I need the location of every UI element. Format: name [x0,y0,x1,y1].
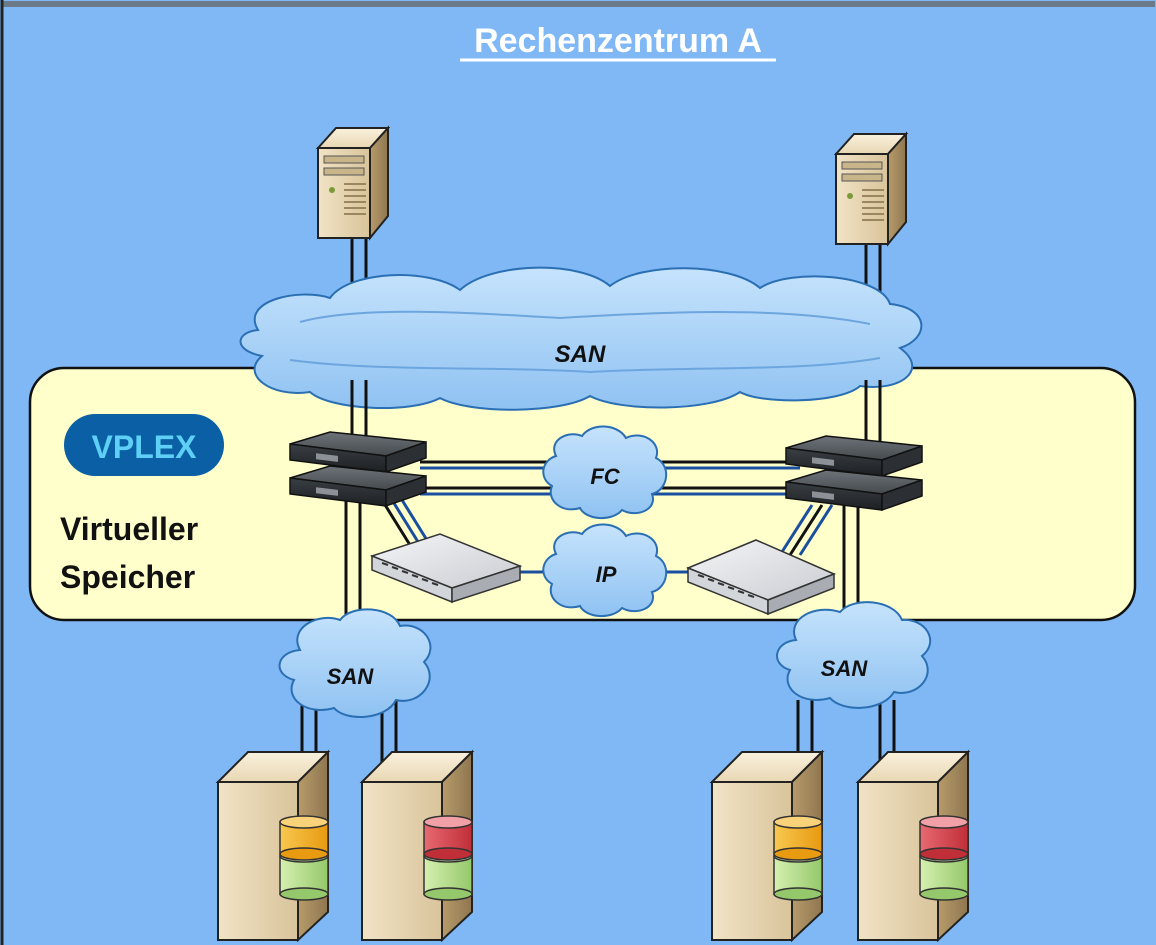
ip-switch-left [369,533,523,604]
disk-stack-orange-green [279,815,329,901]
fc-cloud [542,425,667,519]
fc-cloud-label: FC [590,464,620,489]
san-cloud-top [239,266,923,411]
host-server-left [317,127,389,239]
vplex-caption-line1: Virtueller [60,511,198,547]
host-server-right [835,133,907,245]
disk-stack-red-green [423,815,473,901]
san-cloud-left-label: SAN [327,664,375,689]
director-switch-links [380,499,834,556]
san-cloud-right-label: SAN [821,656,869,681]
storage-array-4 [857,751,969,941]
vplex-badge-label: VPLEX [92,429,198,465]
vplex-badge [64,414,224,476]
san-cloud-left [278,608,432,719]
san-cloud-top-label: SAN [555,341,606,368]
diagram-title: Rechenzentrum A [474,22,762,60]
san-cloud-right [776,601,932,709]
ip-cloud-label: IP [596,562,617,587]
disk-stack-orange-green [773,815,823,901]
vplex-caption-line2: Speicher [60,559,195,595]
storage-array-3 [711,751,823,941]
ip-switch-right [686,539,836,616]
fc-links [420,460,800,496]
disk-stack-red-green [919,815,969,901]
storage-array-2 [361,751,473,941]
storage-array-1 [217,751,329,941]
ip-cloud [542,523,667,617]
